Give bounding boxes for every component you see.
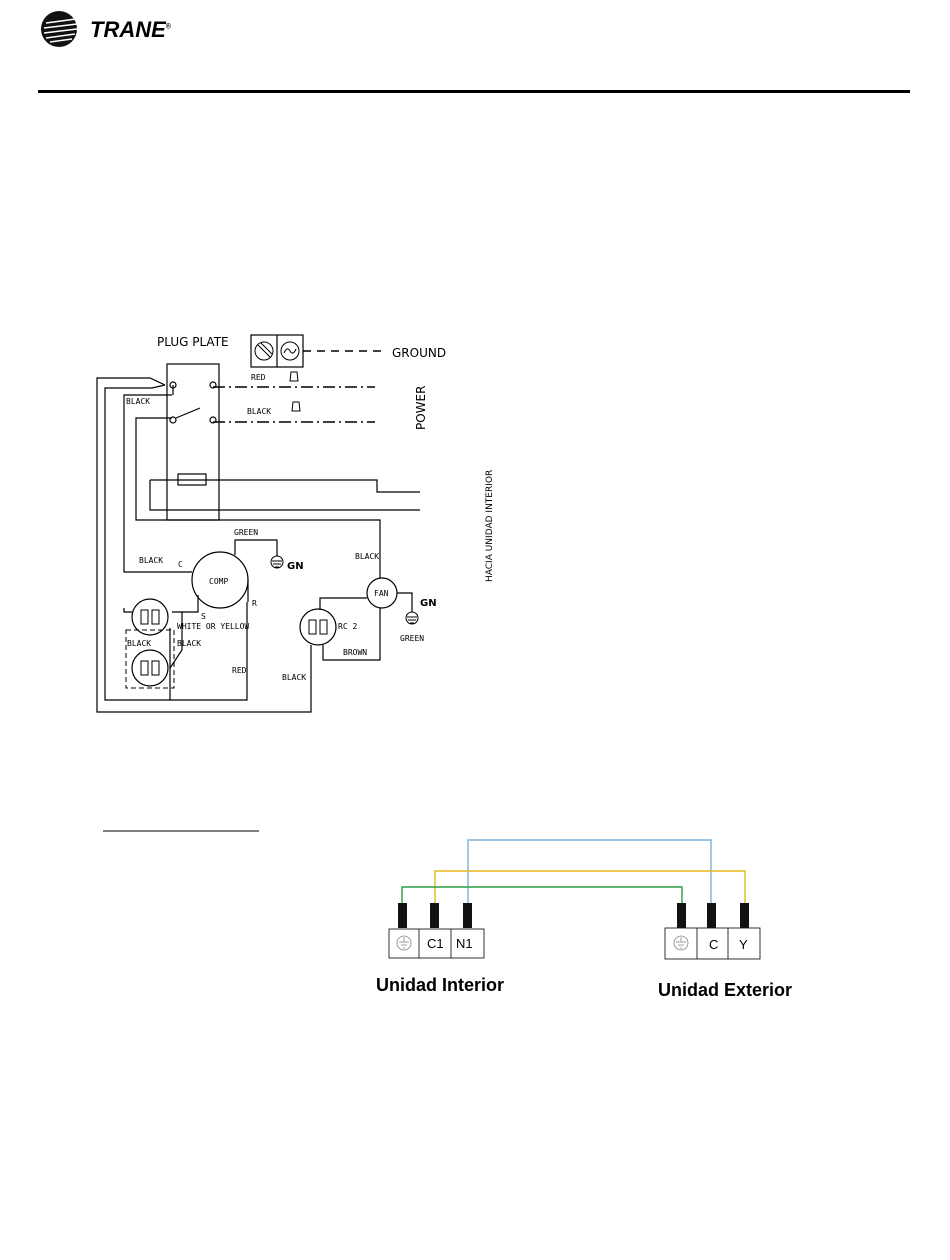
black-wire-label-3: BLACK <box>139 556 163 565</box>
common-wire <box>435 871 745 905</box>
outdoor-unit-label: Unidad Exterior <box>658 980 792 1000</box>
rc2-label: RC 2 <box>338 622 357 631</box>
black-wire-label-1: BLACK <box>126 397 150 406</box>
terminal-c: C <box>709 937 718 952</box>
terminal-c1: C1 <box>427 936 444 951</box>
hacia-label: HACIA UNIDAD INTERIOR <box>485 470 495 582</box>
comp-c-label: C <box>178 560 183 569</box>
outdoor-terminal-block: C Y <box>665 903 760 959</box>
green-wire-label-2: GREEN <box>400 634 424 643</box>
terminal-n1: N1 <box>456 936 473 951</box>
fan-label: FAN <box>374 589 389 598</box>
indoor-unit-label: Unidad Interior <box>376 975 504 995</box>
red-wire-label: RED <box>251 373 266 382</box>
indoor-terminal-block: C1 N1 <box>389 903 484 958</box>
black-wire-label-7: BLACK <box>282 673 306 682</box>
comp-r-label: R <box>252 599 257 608</box>
gn-label-1: GN <box>287 561 304 572</box>
red-wire-label-2: RED <box>232 666 247 675</box>
gn-label-2: GN <box>420 598 437 609</box>
comp-s-label: S <box>201 612 206 621</box>
white-or-yellow-label: WHITE OR YELLOW <box>177 622 249 631</box>
terminal-y: Y <box>739 937 748 952</box>
comp-label: COMP <box>209 577 228 586</box>
brown-wire-label: BROWN <box>343 648 367 657</box>
black-wire-label-5: BLACK <box>127 639 151 648</box>
signal-wire <box>468 840 711 905</box>
black-wire-label-4: BLACK <box>355 552 379 561</box>
ground-wire <box>402 887 682 905</box>
plug-plate-label: PLUG PLATE <box>157 335 229 349</box>
ground-label: GROUND <box>392 346 446 360</box>
green-wire-label-1: GREEN <box>234 528 258 537</box>
black-wire-label-6: BLACK <box>177 639 201 648</box>
black-wire-label-2: BLACK <box>247 407 271 416</box>
power-label: POWER <box>414 386 428 430</box>
